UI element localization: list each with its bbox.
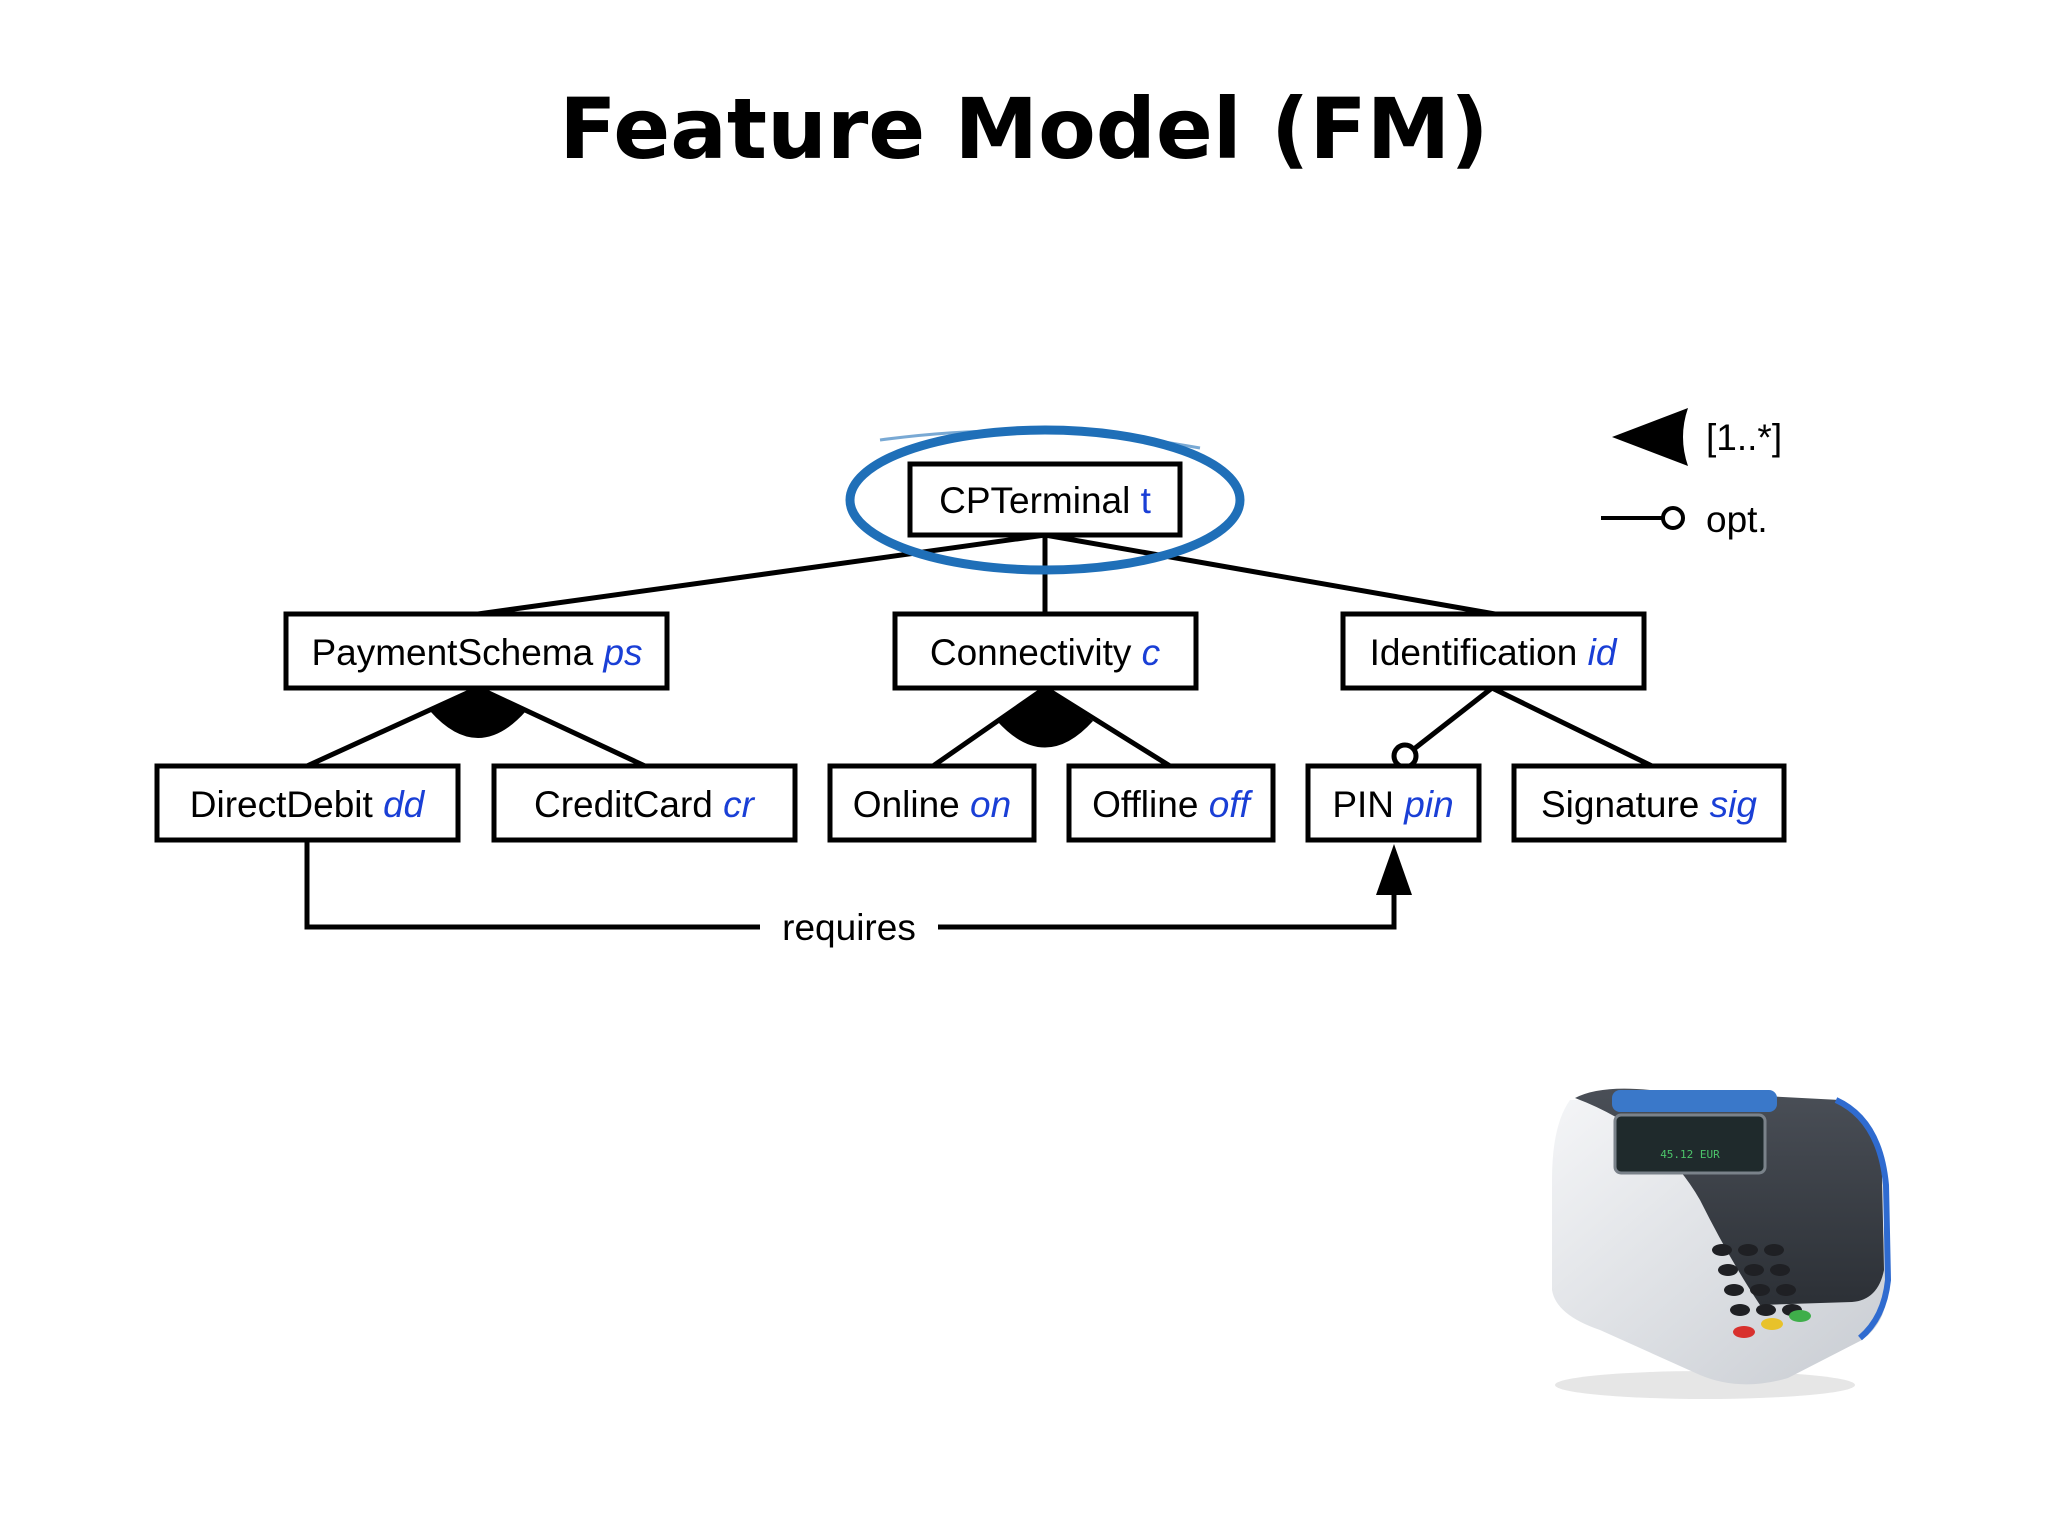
feature-name: CreditCard <box>534 784 713 825</box>
feature-label-payment: PaymentSchema ps <box>311 632 642 673</box>
feature-box-connectivity <box>892 611 1199 691</box>
feature-box-pin <box>1305 763 1482 843</box>
feature-abbr: pin <box>1403 784 1453 825</box>
feature-abbr: t <box>1141 480 1152 521</box>
feature-abbr: ps <box>602 632 642 673</box>
feature-name: Offline <box>1092 784 1198 825</box>
feature-box-directdebit <box>154 763 461 843</box>
requires-arrowhead <box>1376 844 1412 895</box>
edge-connectivity-offline <box>1043 685 1172 769</box>
feature-label-signature: Signature sig <box>1541 784 1757 825</box>
edge-root-payment <box>477 532 1046 617</box>
terminal-screen <box>1613 1113 1767 1175</box>
or-group-legend-icon <box>1612 408 1688 466</box>
feature-name: CPTerminal <box>939 480 1130 521</box>
feature-abbr: cr <box>723 784 756 825</box>
feature-box-payment <box>283 611 670 691</box>
edge-payment-directdebit <box>305 685 480 769</box>
feature-boxes <box>154 461 1787 843</box>
feature-label-creditcard: CreditCard cr <box>534 784 756 825</box>
root-highlight-stroke <box>879 429 1201 450</box>
feature-box-root <box>907 461 1183 538</box>
feature-label-identification: Identification id <box>1370 632 1618 673</box>
terminal-ok-key <box>1789 1310 1811 1322</box>
legend: [1..*] opt. <box>1601 408 1782 540</box>
requires-label: requires <box>782 907 916 948</box>
terminal-cancel-key <box>1733 1326 1755 1338</box>
feature-box-creditcard <box>491 763 798 843</box>
terminal-card-slot <box>1612 1090 1777 1112</box>
edge-identification-signature <box>1490 685 1654 769</box>
card-payment-terminal-icon: 45.12 EUR <box>1552 1088 1892 1399</box>
feature-label-directdebit: DirectDebit dd <box>190 784 426 825</box>
feature-name: Connectivity <box>930 632 1132 673</box>
tree-edges <box>305 532 1654 769</box>
feature-abbr: off <box>1209 784 1254 825</box>
feature-name: PaymentSchema <box>311 632 593 673</box>
slide-title: Feature Model (FM) <box>559 80 1489 178</box>
feature-abbr: sig <box>1710 784 1758 825</box>
requires-line-left <box>304 840 760 930</box>
feature-label-online: Online on <box>853 784 1011 825</box>
feature-box-online <box>827 763 1037 843</box>
feature-box-identification <box>1340 611 1647 691</box>
or-group-connectivity <box>997 688 1093 748</box>
feature-name: Signature <box>1541 784 1699 825</box>
feature-label-pin: PIN pin <box>1332 784 1453 825</box>
feature-name: DirectDebit <box>190 784 374 825</box>
feature-label-root: CPTerminal t <box>939 480 1152 521</box>
legend-optional-label: opt. <box>1706 499 1768 540</box>
feature-name: Online <box>853 784 960 825</box>
legend-or-group-label: [1..*] <box>1706 417 1782 458</box>
terminal-blue-trim <box>1834 1097 1892 1341</box>
edge-payment-creditcard <box>476 685 647 769</box>
feature-label-connectivity: Connectivity c <box>930 632 1161 673</box>
terminal-screen-amount: 45.12 EUR <box>1660 1148 1720 1161</box>
edge-root-identification <box>1044 532 1496 617</box>
feature-abbr: id <box>1588 632 1618 673</box>
or-group-payment <box>430 688 526 738</box>
feature-box-signature <box>1511 763 1787 843</box>
feature-abbr: on <box>970 784 1011 825</box>
feature-abbr: dd <box>383 784 426 825</box>
edge-identification-pin <box>1403 686 1494 758</box>
requires-line-right <box>938 880 1397 930</box>
feature-name: PIN <box>1332 784 1394 825</box>
optional-legend-icon <box>1661 506 1685 530</box>
terminal-clear-key <box>1761 1318 1783 1330</box>
feature-label-offline: Offline off <box>1092 784 1253 825</box>
feature-abbr: c <box>1142 632 1161 673</box>
feature-box-offline <box>1066 763 1276 843</box>
feature-name: Identification <box>1370 632 1578 673</box>
terminal-top <box>1575 1088 1884 1305</box>
requires-constraint <box>304 840 1397 930</box>
